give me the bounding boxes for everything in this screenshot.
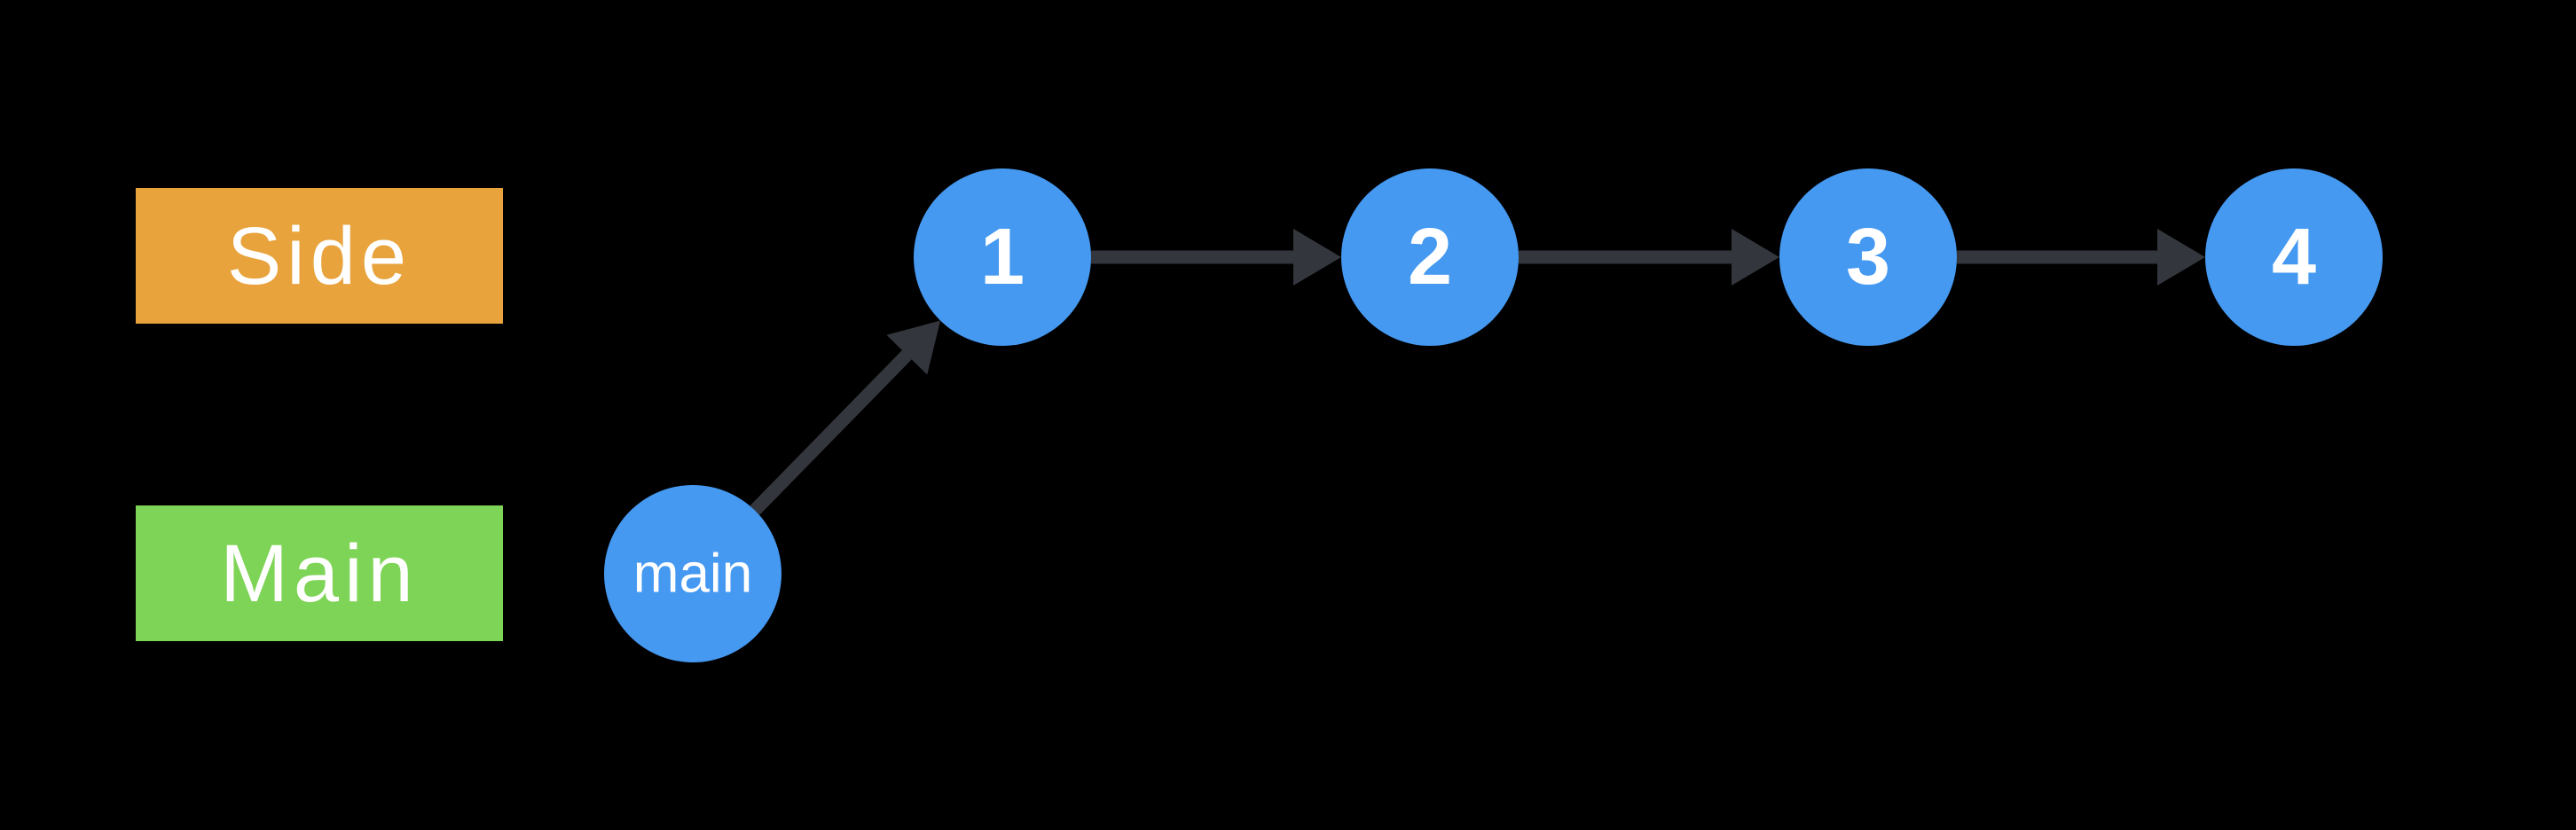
- node-main: main: [604, 485, 781, 662]
- edge-main-to-1: [750, 320, 941, 515]
- edge-3-to-4: [1957, 229, 2205, 286]
- node-2: 2: [1341, 168, 1519, 346]
- branch-ref-label: main: [633, 544, 752, 605]
- edge-1-to-2: [1091, 229, 1341, 286]
- edge-shaft: [750, 348, 914, 515]
- node-1: 1: [914, 168, 1091, 346]
- arrowhead-icon: [1293, 229, 1341, 286]
- side-branch-legend: Side: [136, 188, 503, 324]
- node-4: 4: [2205, 168, 2383, 346]
- commit-label: 3: [1846, 213, 1890, 301]
- commit-label: 2: [1408, 213, 1452, 301]
- edge-2-to-3: [1519, 229, 1779, 286]
- commit-label: 4: [2272, 213, 2316, 301]
- arrowhead-icon: [886, 320, 941, 375]
- arrowhead-icon: [1732, 229, 1779, 286]
- arrowhead-icon: [2157, 229, 2205, 286]
- commit-circle: [2205, 168, 2383, 346]
- commit-circle: [914, 168, 1091, 346]
- main-branch-legend: Main: [136, 505, 503, 641]
- node-3: 3: [1779, 168, 1957, 346]
- branch-ref-circle: [604, 485, 781, 662]
- commit-label: 1: [980, 213, 1025, 301]
- commit-circle: [1779, 168, 1957, 346]
- commit-circle: [1341, 168, 1519, 346]
